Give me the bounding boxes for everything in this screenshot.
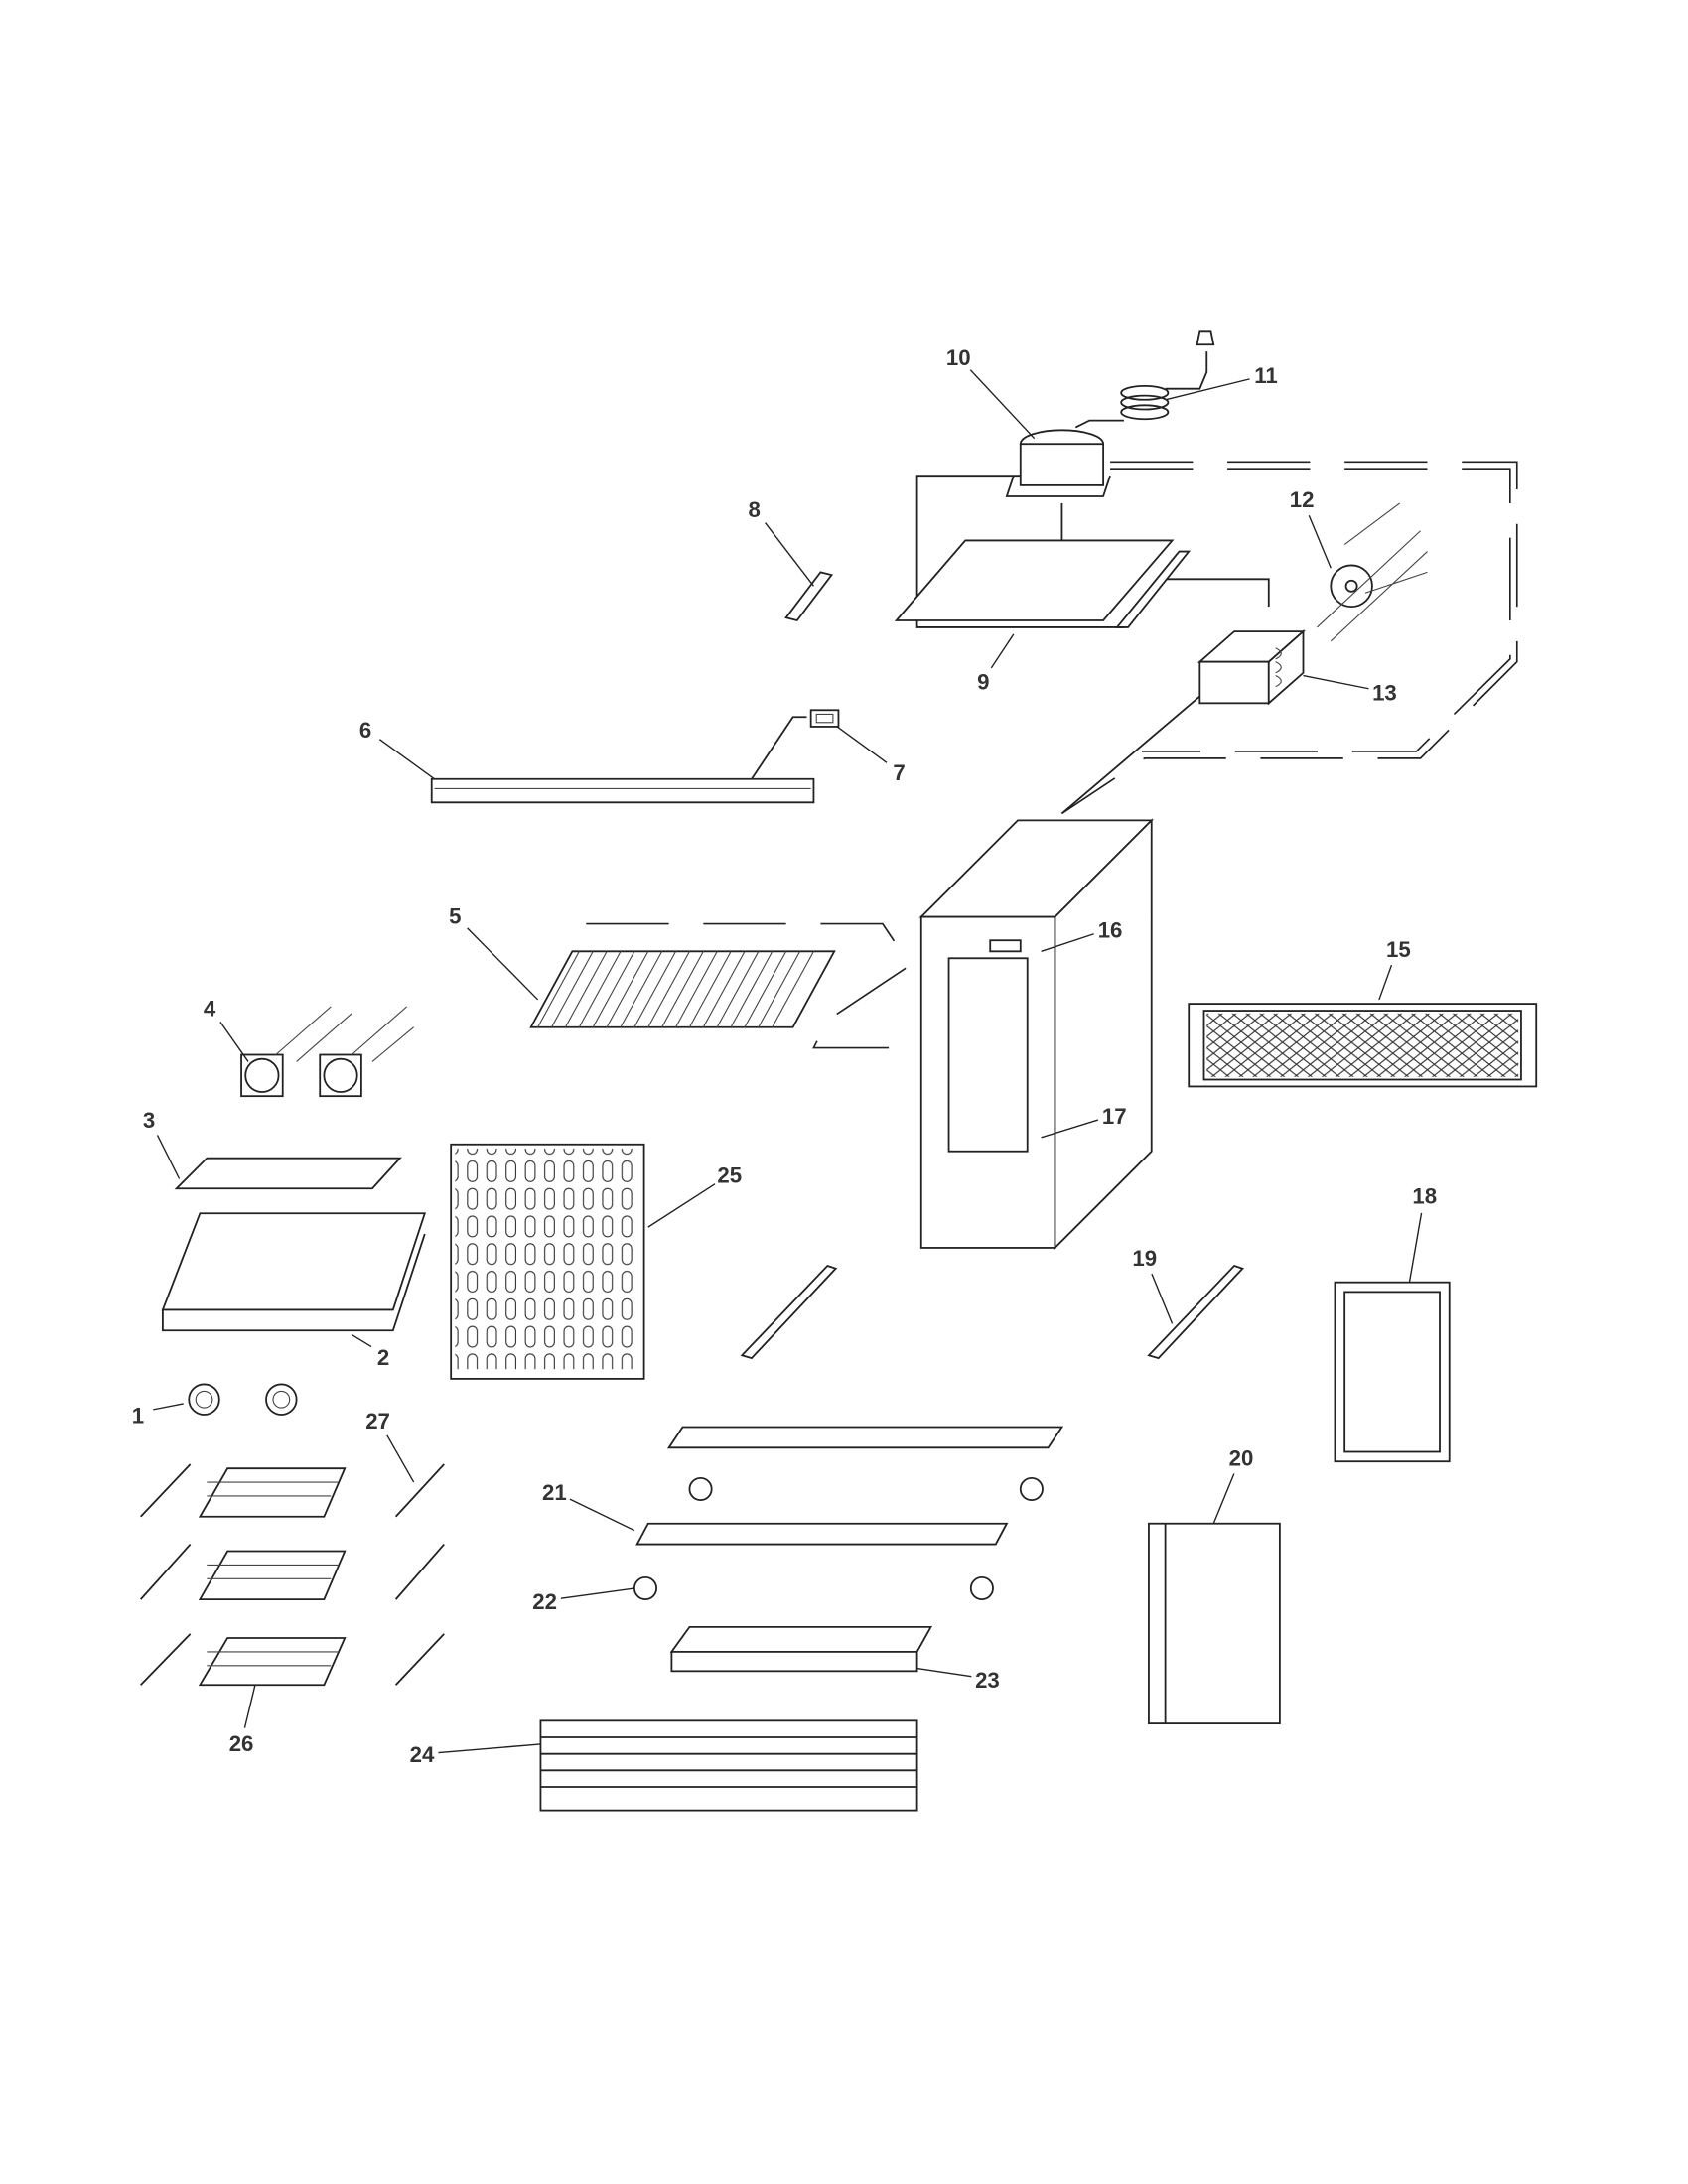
- shelf-slide-left: [740, 1264, 838, 1360]
- control-panel-rail: [430, 716, 815, 804]
- leader-line-18: [1408, 1212, 1423, 1283]
- callout-4: 4: [204, 997, 216, 1022]
- thermostat-display: [809, 709, 840, 728]
- callout-13: 13: [1372, 681, 1397, 706]
- callout-1: 1: [132, 1403, 144, 1428]
- callout-5: 5: [449, 904, 461, 929]
- evaporator-coil: [529, 950, 836, 1028]
- callout-8: 8: [749, 497, 761, 522]
- base-rail-front: [635, 1522, 1009, 1546]
- base-rail-rear: [666, 1426, 1064, 1449]
- callout-23: 23: [975, 1668, 1000, 1693]
- leader-line-27: [386, 1434, 415, 1483]
- leader-line-8: [765, 522, 814, 587]
- compressor: [1005, 429, 1111, 545]
- leader-line-26: [243, 1685, 256, 1728]
- condenser-coil: [1196, 629, 1306, 706]
- leader-line-5: [467, 927, 539, 1001]
- leader-line-6: [378, 739, 435, 780]
- drawer: [669, 1625, 933, 1673]
- leader-line-22: [560, 1587, 634, 1599]
- callout-21: 21: [542, 1480, 567, 1505]
- louvered-front-panel: [539, 1719, 918, 1812]
- callout-7: 7: [893, 760, 905, 785]
- leader-line-2: [351, 1333, 372, 1348]
- callout-20: 20: [1229, 1445, 1254, 1470]
- leader-line-24: [438, 1743, 541, 1754]
- leader-line-4: [219, 1021, 249, 1062]
- leader-line-23: [916, 1667, 972, 1678]
- bracket-strip-2: [1115, 550, 1192, 628]
- callout-18: 18: [1412, 1184, 1437, 1209]
- front-grille: [1188, 1003, 1538, 1088]
- callout-26: 26: [229, 1731, 254, 1756]
- leader-line-11: [1165, 378, 1250, 401]
- leader-line-17: [1041, 1119, 1099, 1139]
- leader-line-10: [969, 369, 1036, 440]
- wire-shelves: [198, 1467, 347, 1687]
- leader-line-16: [1041, 933, 1094, 952]
- casters: [633, 1476, 1044, 1601]
- callout-24: 24: [410, 1742, 435, 1767]
- callout-2: 2: [377, 1345, 389, 1370]
- callout-15: 15: [1386, 937, 1411, 962]
- door: [1148, 1522, 1281, 1725]
- callout-12: 12: [1290, 487, 1315, 512]
- callout-19: 19: [1132, 1246, 1157, 1271]
- callout-25: 25: [717, 1163, 742, 1188]
- callout-6: 6: [359, 718, 371, 743]
- leader-line-1: [153, 1403, 184, 1411]
- callout-27: 27: [365, 1409, 390, 1433]
- callout-11: 11: [1254, 363, 1278, 388]
- shelf-supports: [139, 1463, 445, 1686]
- leader-line-25: [647, 1183, 716, 1228]
- door-gasket: [1334, 1281, 1451, 1463]
- leader-line-21: [569, 1498, 635, 1532]
- leader-line-3: [156, 1135, 181, 1179]
- callout-17: 17: [1102, 1104, 1127, 1129]
- callout-9: 9: [977, 669, 989, 694]
- callout-3: 3: [143, 1108, 155, 1133]
- fan-shroud: [174, 1157, 402, 1190]
- leader-line-19: [1151, 1273, 1174, 1324]
- leader-line-20: [1212, 1473, 1235, 1524]
- power-cord: [1074, 330, 1215, 429]
- callout-16: 16: [1098, 917, 1123, 942]
- leader-line-9: [990, 633, 1015, 669]
- fan-guards: [188, 1383, 298, 1416]
- callout-22: 22: [532, 1589, 557, 1614]
- bracket-strip: [784, 571, 834, 622]
- leader-line-7: [836, 726, 888, 763]
- leader-line-13: [1303, 674, 1369, 690]
- perforated-back-panel: [450, 1143, 645, 1380]
- callout-labels: 1234567891011121315161718192021222324252…: [132, 345, 1437, 1767]
- shelf-slide-right: [1147, 1264, 1245, 1360]
- evaporator-fans: [240, 1006, 415, 1098]
- compressor-base-plate: [894, 539, 1175, 621]
- drain-pan: [161, 1212, 427, 1332]
- callout-10: 10: [946, 345, 971, 370]
- leader-line-15: [1378, 964, 1393, 1001]
- condenser-fan: [1317, 502, 1428, 642]
- cabinet-frame: [918, 818, 1154, 1251]
- leader-line-12: [1308, 514, 1332, 569]
